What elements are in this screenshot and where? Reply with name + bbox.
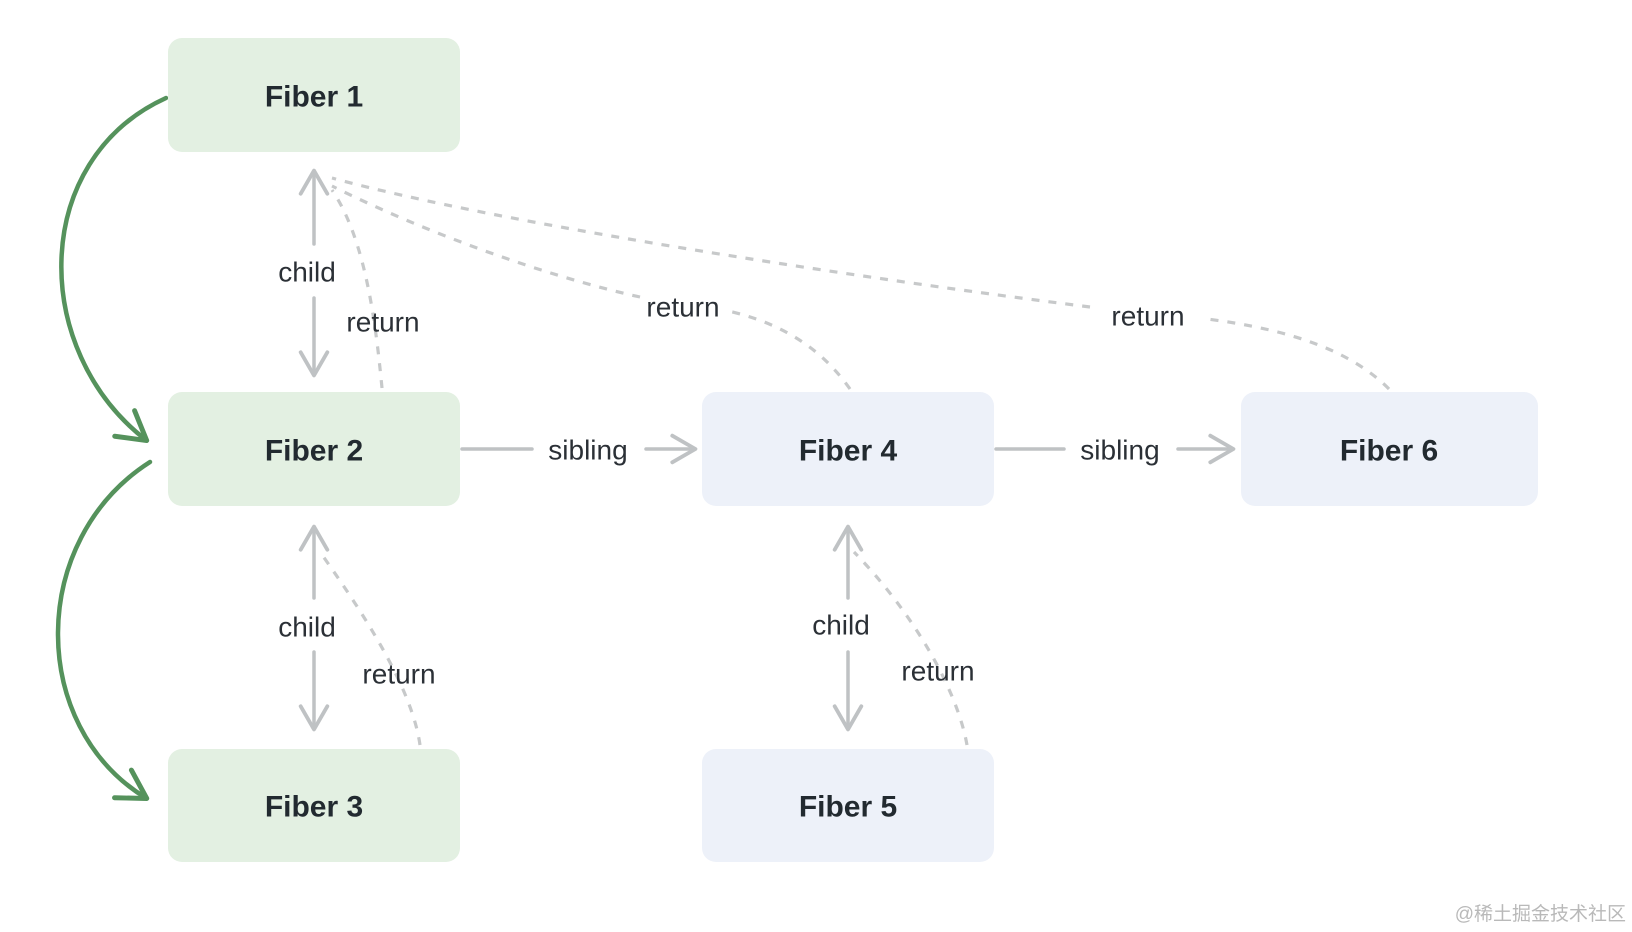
child-label: child <box>812 610 870 641</box>
return-label: return <box>646 292 719 323</box>
node-label: Fiber 1 <box>265 81 363 114</box>
return-edge-fiber2-fiber1: return <box>330 189 420 389</box>
traversal-curve-2 <box>55 459 153 801</box>
return-edge-fiber5-fiber4: return <box>852 550 975 746</box>
return-label: return <box>362 659 435 690</box>
node-box <box>168 749 460 862</box>
child-label: child <box>278 257 336 288</box>
sibling-edge-fiber2-fiber4: sibling <box>460 433 698 466</box>
return-edge-fiber3-fiber2: return <box>318 551 436 746</box>
node-label: Fiber 6 <box>1340 435 1438 468</box>
return-edge-fiber4-fiber1: return <box>331 184 852 390</box>
return-curve <box>330 189 384 389</box>
node-fiber-4: Fiber 4 <box>702 392 994 506</box>
node-label: Fiber 5 <box>799 791 897 824</box>
node-box <box>168 38 460 152</box>
return-curve-f4-left <box>331 184 641 299</box>
return-label: return <box>901 656 974 687</box>
return-label: return <box>346 307 419 338</box>
return-edge-fiber6-fiber1: return <box>331 176 1391 391</box>
node-fiber-3: Fiber 3 <box>168 749 460 862</box>
traversal-edge-fiber1-fiber2 <box>59 95 169 444</box>
child-edge-fiber2-fiber3: child <box>278 524 336 732</box>
node-box <box>1241 392 1538 506</box>
child-edge-fiber1-fiber2: child <box>278 168 336 378</box>
sibling-label: sibling <box>548 435 627 466</box>
node-fiber-1: Fiber 1 <box>168 38 460 152</box>
node-fiber-5: Fiber 5 <box>702 749 994 862</box>
node-label: Fiber 2 <box>265 435 363 468</box>
watermark-text: @稀土掘金技术社区 <box>1455 903 1626 925</box>
traversal-edge-fiber2-fiber3 <box>55 459 153 801</box>
child-label: child <box>278 612 336 643</box>
node-box <box>168 392 460 506</box>
return-curve-f6-right <box>1206 317 1391 391</box>
return-curve <box>318 551 422 746</box>
node-label: Fiber 3 <box>265 791 363 824</box>
sibling-label: sibling <box>1080 435 1159 466</box>
return-curve <box>852 550 969 746</box>
return-curve-f4-right <box>727 309 852 390</box>
sibling-edge-fiber4-fiber6: sibling <box>994 433 1236 466</box>
node-label: Fiber 4 <box>799 435 898 468</box>
node-fiber-2: Fiber 2 <box>168 392 460 506</box>
node-box <box>702 392 994 506</box>
return-label: return <box>1111 301 1184 332</box>
node-fiber-6: Fiber 6 <box>1241 392 1538 506</box>
child-edge-fiber4-fiber5: child <box>812 524 870 732</box>
node-box <box>702 749 994 862</box>
return-curve-f6-left <box>331 176 1091 309</box>
traversal-curve-1 <box>59 95 169 444</box>
